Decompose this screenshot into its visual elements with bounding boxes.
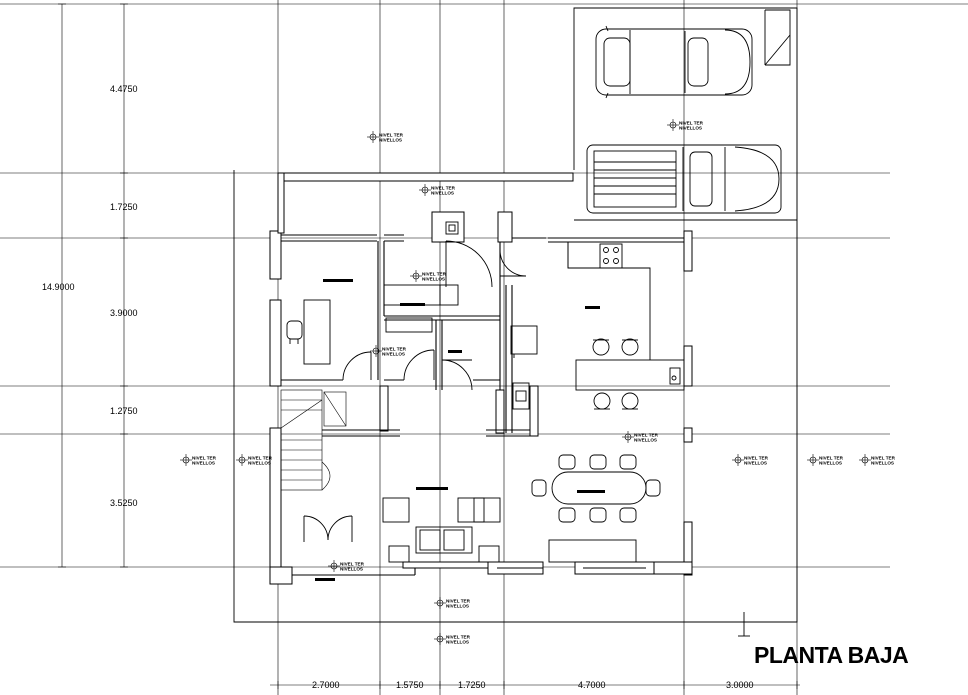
level-label: NIVEL TER xyxy=(446,635,471,640)
level-label: NIVEL TER xyxy=(192,456,217,461)
level-label: NIVEL TER xyxy=(819,456,844,461)
level-label: NIVELLOS xyxy=(422,277,445,282)
dim-horizontal-3: 1.7250 xyxy=(458,680,486,690)
level-label: NIVEL TER xyxy=(340,562,365,567)
level-label: NIVEL TER xyxy=(744,456,769,461)
level-label: NIVELLOS xyxy=(819,461,842,466)
level-label: NIVELLOS xyxy=(871,461,894,466)
level-label: NIVEL TER xyxy=(634,433,659,438)
drawing-title: PLANTA BAJA xyxy=(754,642,908,668)
exterior-walls xyxy=(269,172,693,585)
dim-vertical-1: 4.4750 xyxy=(110,84,138,94)
level-label: NIVEL TER xyxy=(379,133,404,138)
dim-vertical-total: 14.9000 xyxy=(42,282,75,292)
interior-walls xyxy=(281,211,546,437)
level-label: NIVEL TER xyxy=(679,121,704,126)
level-label: NIVELLOS xyxy=(248,461,271,466)
level-label: NIVELLOS xyxy=(679,126,702,131)
lot-boundary xyxy=(233,7,798,637)
office-desk xyxy=(286,299,331,365)
level-label: NIVEL TER xyxy=(446,599,471,604)
level-label: NIVEL TER xyxy=(248,456,273,461)
dim-vertical-3: 3.9000 xyxy=(110,308,138,318)
kitchen xyxy=(510,242,685,410)
level-label: NIVELLOS xyxy=(446,604,469,609)
bar-stools xyxy=(592,338,639,410)
dim-horizontal-2: 1.5750 xyxy=(396,680,424,690)
dining-table xyxy=(531,454,661,563)
dim-vertical-2: 1.7250 xyxy=(110,202,138,212)
level-label: NIVELLOS xyxy=(744,461,767,466)
level-label: NIVELLOS xyxy=(382,352,405,357)
garage-wall xyxy=(764,9,791,66)
level-label: NIVEL TER xyxy=(382,347,407,352)
car-icon xyxy=(595,25,753,99)
level-label: NIVEL TER xyxy=(422,272,447,277)
level-label: NIVELLOS xyxy=(340,567,363,572)
level-label: NIVELLOS xyxy=(192,461,215,466)
level-label: NIVELLOS xyxy=(431,191,454,196)
dimension-lines xyxy=(58,3,800,689)
dim-horizontal-4: 4.7000 xyxy=(578,680,606,690)
door-swings xyxy=(303,240,527,542)
dim-vertical-4: 1.2750 xyxy=(110,406,138,416)
dim-horizontal-1: 2.7000 xyxy=(312,680,340,690)
living-room-furniture xyxy=(382,497,501,563)
dim-horizontal-5: 3.0000 xyxy=(726,680,754,690)
level-label: NIVEL TER xyxy=(431,186,456,191)
dim-vertical-5: 3.5250 xyxy=(110,498,138,508)
level-label: NIVELLOS xyxy=(446,640,469,645)
level-label: NIVELLOS xyxy=(379,138,402,143)
level-label: NIVEL TER xyxy=(871,456,896,461)
level-label: NIVELLOS xyxy=(634,438,657,443)
staircase xyxy=(280,389,347,491)
room-label-marks xyxy=(315,279,605,581)
pickup-truck-icon xyxy=(586,144,782,214)
